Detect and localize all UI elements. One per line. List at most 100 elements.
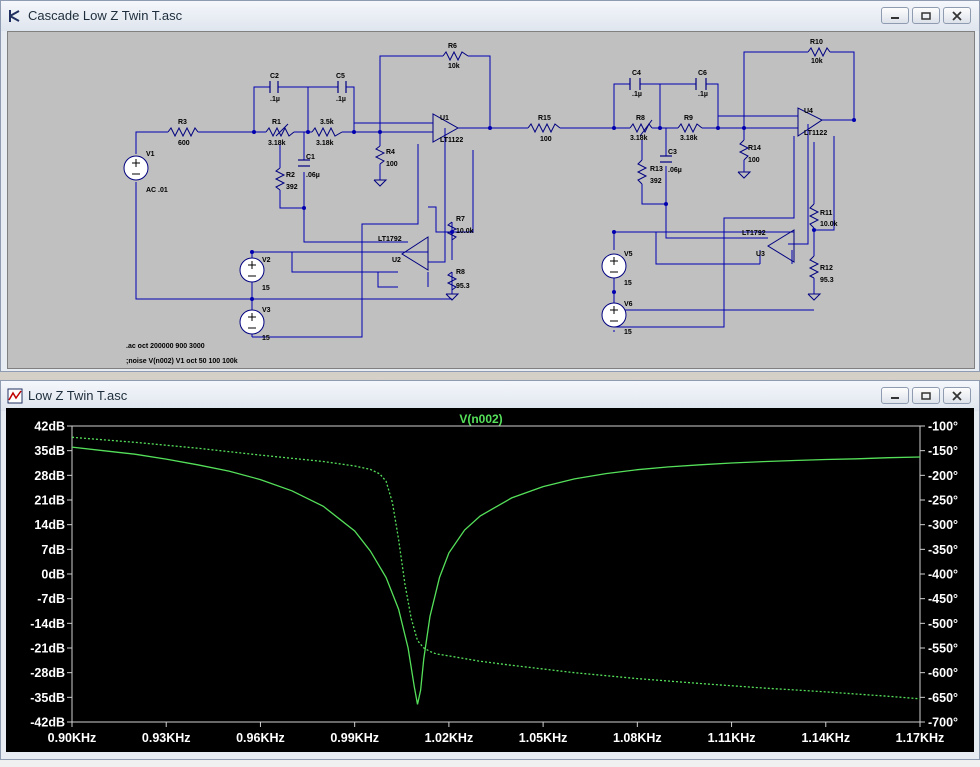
label-R1: R1 bbox=[272, 119, 281, 126]
x-tick-label: 1.17KHz bbox=[896, 731, 945, 745]
value-R1: 3.18k bbox=[268, 140, 286, 147]
schematic-drawing: V1 AC .01 R3 600 C2 .1µ C5 .1µ R1 3.18k … bbox=[123, 39, 856, 365]
value-C4: .1µ bbox=[632, 91, 642, 98]
label-R3: R3 bbox=[178, 119, 187, 126]
value-R5: 3.18k bbox=[316, 140, 334, 147]
y-right-tick-label: -350° bbox=[928, 543, 958, 557]
value-R2: 392 bbox=[286, 184, 298, 191]
value-V6: 15 bbox=[624, 329, 632, 336]
y-left-tick-label: 42dB bbox=[34, 420, 65, 434]
window-title: Low Z Twin T.asc bbox=[28, 388, 128, 403]
y-left-tick-label: -14dB bbox=[30, 617, 65, 631]
y-right-tick-label: -400° bbox=[928, 568, 958, 582]
x-tick-label: 1.08KHz bbox=[613, 731, 662, 745]
label-C3: C3 bbox=[668, 149, 677, 156]
value-R5-top: 3.5k bbox=[320, 119, 334, 126]
x-tick-label: 1.14KHz bbox=[801, 731, 850, 745]
value-C2: .1µ bbox=[270, 96, 280, 103]
value-R15: 100 bbox=[540, 136, 552, 143]
y-right-tick-label: -100° bbox=[928, 420, 958, 434]
label-R12: R12 bbox=[820, 265, 833, 272]
schematic-titlebar[interactable]: Cascade Low Z Twin T.asc bbox=[1, 1, 979, 31]
value-C3: .06µ bbox=[668, 167, 682, 174]
value-R13: 392 bbox=[650, 178, 662, 185]
label-R11: R11 bbox=[820, 210, 833, 217]
plot-frame bbox=[71, 425, 921, 723]
label-C6: C6 bbox=[698, 70, 707, 77]
schematic-icon bbox=[9, 10, 20, 22]
value-R7: 10.0k bbox=[456, 228, 474, 235]
y-right-tick-label: -450° bbox=[928, 592, 958, 606]
label-R7: R7 bbox=[456, 216, 465, 223]
label-U2: U2 bbox=[392, 257, 401, 264]
value-V2: 15 bbox=[262, 285, 270, 292]
value-R12: 95.3 bbox=[820, 277, 834, 284]
trace-label-vn002[interactable]: V(n002) bbox=[459, 412, 502, 426]
y-right-tick-label: -150° bbox=[928, 444, 958, 458]
y-left-tick-label: 7dB bbox=[41, 543, 65, 557]
y-left-tick-label: 0dB bbox=[41, 568, 65, 582]
value-U2: LT1792 bbox=[378, 236, 402, 243]
plot-titlebar[interactable]: Low Z Twin T.asc bbox=[1, 381, 979, 411]
magnitude-trace bbox=[71, 446, 921, 705]
value-C6: .1µ bbox=[698, 91, 708, 98]
y-right-tick-label: -650° bbox=[928, 691, 958, 705]
label-V6: V6 bbox=[624, 301, 633, 308]
label-R8: R8 bbox=[456, 269, 465, 276]
spice-directive-ac: .ac oct 200000 900 3000 bbox=[126, 343, 205, 350]
value-R9: 3.18k bbox=[680, 135, 698, 142]
y-left-tick-label: 21dB bbox=[34, 494, 65, 508]
y-left-tick-label: -42dB bbox=[30, 716, 65, 730]
y-left-tick-label: 35dB bbox=[34, 444, 65, 458]
label-V1: V1 bbox=[146, 151, 155, 158]
value-R8b: 3.18k bbox=[630, 135, 648, 142]
label-V2: V2 bbox=[262, 257, 271, 264]
y-right-tick-label: -550° bbox=[928, 642, 958, 656]
label-R4: R4 bbox=[386, 149, 395, 156]
restore-button[interactable] bbox=[912, 7, 940, 24]
value-R10: 10k bbox=[811, 58, 823, 65]
spice-directive-noise: ;noise V(n002) V1 oct 50 100 100k bbox=[126, 358, 238, 365]
value-C1: .06µ bbox=[306, 172, 320, 179]
label-R10: R10 bbox=[810, 39, 823, 46]
label-U1: U1 bbox=[440, 115, 449, 122]
label-R13: R13 bbox=[650, 166, 663, 173]
label-U4: U4 bbox=[804, 108, 813, 115]
label-C4: C4 bbox=[632, 70, 641, 77]
y-right-tick-label: -300° bbox=[928, 518, 958, 532]
value-C5: .1µ bbox=[336, 96, 346, 103]
x-tick-label: 1.11KHz bbox=[708, 731, 756, 745]
schematic-window: Cascade Low Z Twin T.asc bbox=[0, 0, 980, 372]
value-U1: LT1122 bbox=[440, 137, 463, 144]
label-V3: V3 bbox=[262, 307, 271, 314]
label-R8b: R8 bbox=[636, 115, 645, 122]
minimize-button[interactable] bbox=[881, 387, 909, 404]
y-left-tick-label: -35dB bbox=[30, 691, 65, 705]
value-V1: AC .01 bbox=[146, 187, 168, 194]
value-U3: LT1792 bbox=[742, 230, 766, 237]
x-tick-label: 0.90KHz bbox=[48, 731, 97, 745]
schematic-canvas[interactable]: V1 AC .01 R3 600 C2 .1µ C5 .1µ R1 3.18k … bbox=[7, 31, 975, 369]
x-tick-label: 0.93KHz bbox=[142, 731, 191, 745]
value-V3: 15 bbox=[262, 335, 270, 342]
label-R9: R9 bbox=[684, 115, 693, 122]
restore-button[interactable] bbox=[912, 387, 940, 404]
close-button[interactable] bbox=[943, 387, 971, 404]
waveform-icon bbox=[7, 388, 23, 404]
value-R8: 95.3 bbox=[456, 283, 470, 290]
label-C5: C5 bbox=[336, 73, 345, 80]
label-R14: R14 bbox=[748, 145, 761, 152]
value-V5: 15 bbox=[624, 280, 632, 287]
y-right-tick-label: -500° bbox=[928, 617, 958, 631]
minimize-button[interactable] bbox=[881, 7, 909, 24]
y-left-tick-label: -28dB bbox=[30, 666, 65, 680]
x-tick-label: 0.99KHz bbox=[330, 731, 379, 745]
value-R3: 600 bbox=[178, 140, 190, 147]
close-button[interactable] bbox=[943, 7, 971, 24]
x-tick-label: 1.05KHz bbox=[519, 731, 568, 745]
y-left-tick-label: 14dB bbox=[34, 518, 65, 532]
value-R14: 100 bbox=[748, 157, 760, 164]
phase-trace bbox=[71, 436, 921, 700]
